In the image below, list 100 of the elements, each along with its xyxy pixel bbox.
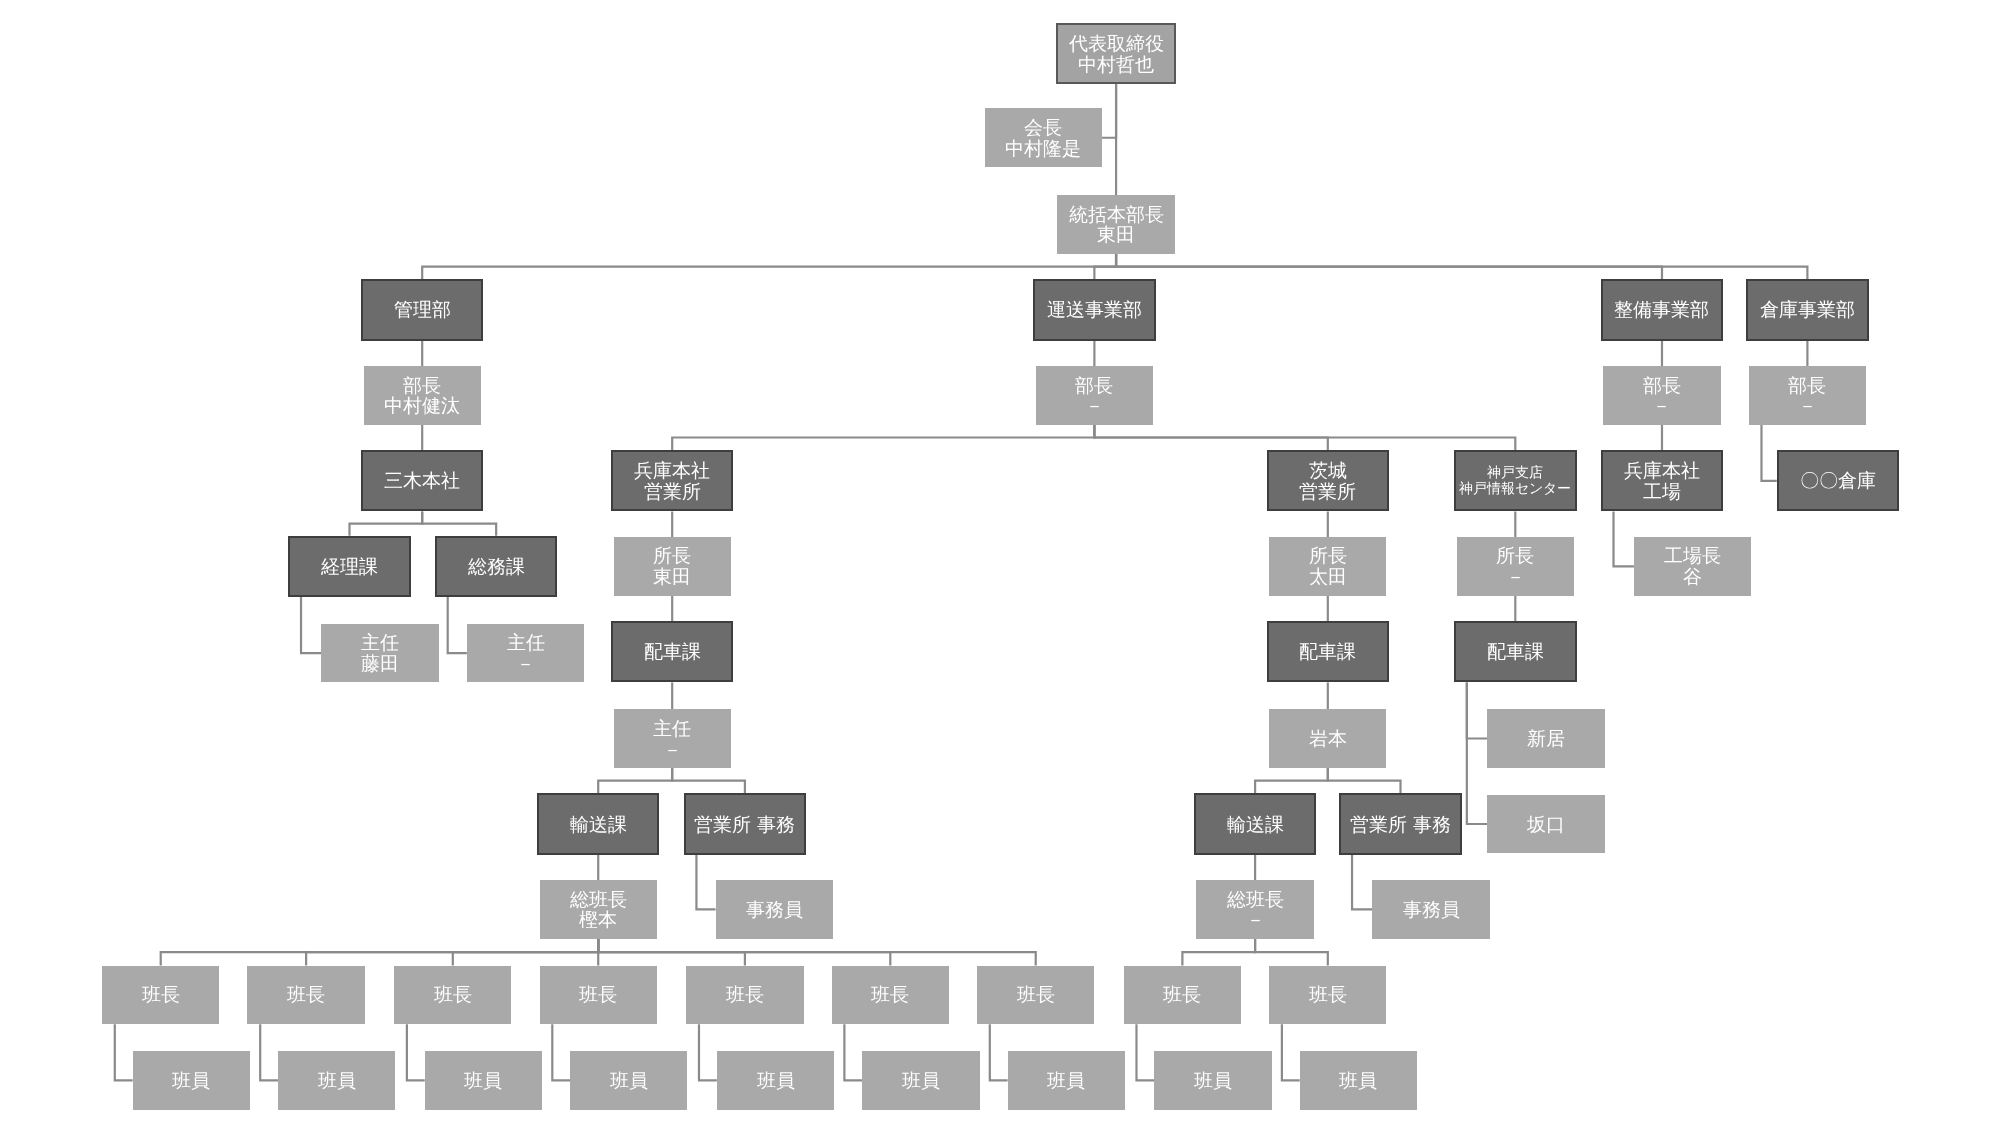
position-box — [1299, 1051, 1418, 1110]
label-text: 事務員 — [745, 899, 803, 920]
position-box — [1456, 537, 1574, 596]
department-box — [1776, 450, 1900, 512]
department-box — [1746, 279, 1869, 341]
department-box — [1193, 793, 1317, 855]
label-text: 岩本 — [1308, 728, 1347, 749]
connector-line — [1326, 595, 1329, 622]
label-text: 班長 — [1016, 984, 1055, 1006]
position-box — [1748, 366, 1867, 425]
title-text: 部長 — [1788, 374, 1827, 396]
department-box — [288, 535, 411, 597]
label-text: 班員 — [317, 1069, 356, 1091]
connector-line — [1760, 424, 1777, 482]
position-box — [1603, 366, 1721, 425]
position-box — [539, 880, 657, 939]
position-box — [1269, 709, 1387, 768]
connector-line — [405, 1024, 425, 1082]
position-box — [1372, 880, 1490, 939]
position-box — [1196, 880, 1314, 939]
label-text: 班長 — [579, 984, 618, 1006]
label-text: 配車課 — [643, 641, 701, 663]
connector-line — [1612, 511, 1634, 568]
connector-line — [671, 682, 674, 710]
position-box — [716, 1051, 835, 1110]
position-box — [984, 108, 1103, 168]
connector-line — [1514, 511, 1517, 537]
label-text: 班長 — [1308, 984, 1347, 1006]
connector-line — [1326, 682, 1329, 710]
department-box — [360, 279, 484, 341]
position-box — [977, 965, 1095, 1025]
name-text: － — [516, 653, 535, 674]
name-text: 工場 — [1642, 480, 1681, 502]
name-text: － — [1652, 395, 1672, 417]
connector-line — [1114, 253, 1809, 280]
title-text: 会長 — [1024, 116, 1063, 138]
connector-line — [1093, 424, 1517, 451]
position-box — [1035, 366, 1154, 425]
connector-line — [671, 767, 746, 794]
label-text: 班員 — [172, 1069, 211, 1091]
connector-line — [1093, 340, 1096, 367]
title-text: 部長 — [403, 374, 442, 396]
position-box — [715, 880, 833, 939]
connector-line — [1254, 854, 1257, 881]
label-text: 運送事業部 — [1046, 299, 1142, 321]
connector-line — [551, 1024, 571, 1082]
title-text: 統括本部長 — [1068, 203, 1164, 225]
name-text: 東田 — [653, 566, 692, 588]
connector-line — [1326, 511, 1329, 537]
title-text: 所長 — [653, 545, 692, 567]
label-text: 班長 — [433, 984, 472, 1006]
title-text: 工場長 — [1664, 545, 1722, 567]
connector-line — [1514, 595, 1517, 622]
position-box — [613, 709, 731, 768]
title-text: 兵庫本社 — [1623, 459, 1700, 481]
position-box — [862, 1051, 980, 1110]
name-text: 営業所 — [1299, 480, 1357, 502]
title-text: 所長 — [1496, 545, 1535, 567]
connector-line — [1350, 854, 1373, 911]
position-box — [1123, 965, 1242, 1025]
department-box — [1033, 279, 1156, 341]
position-box — [1633, 537, 1752, 596]
title-text: 主任 — [361, 632, 400, 654]
position-box — [466, 623, 585, 683]
title-text: 兵庫本社 — [634, 459, 711, 481]
label-text: 輸送課 — [1226, 813, 1284, 835]
name-text: 営業所 — [643, 480, 701, 502]
connector-line — [843, 1024, 863, 1082]
connector-line — [421, 340, 424, 367]
connector-line — [1280, 1024, 1300, 1082]
position-box — [1056, 22, 1176, 85]
position-box — [247, 965, 365, 1025]
department-box — [610, 621, 734, 683]
name-text: 谷 — [1683, 566, 1703, 588]
department-box — [1339, 793, 1462, 855]
title-text: 神戸支店 — [1487, 465, 1544, 481]
department-box — [1266, 621, 1389, 683]
name-text: 中村隆是 — [1005, 137, 1082, 159]
name-text: － — [1084, 395, 1104, 417]
position-box — [613, 537, 731, 596]
position-box — [1007, 1051, 1125, 1110]
connector-line — [988, 1024, 1008, 1082]
label-text: 三木本社 — [384, 470, 461, 492]
label-text: 〇〇倉庫 — [1800, 470, 1876, 492]
label-text: 班長 — [725, 984, 764, 1006]
connector-line — [299, 596, 322, 655]
position-box — [570, 1051, 688, 1110]
connector-line — [671, 511, 674, 537]
department-box — [537, 793, 660, 855]
title-text: 茨城 — [1308, 459, 1347, 481]
name-text: － — [1245, 909, 1265, 931]
name-text: 太田 — [1308, 566, 1347, 588]
connector-line — [1326, 767, 1402, 794]
label-text: 配車課 — [1486, 641, 1544, 663]
name-text: 藤田 — [361, 653, 400, 674]
label-text: 班長 — [287, 984, 326, 1006]
connector-line — [113, 1024, 133, 1082]
position-box — [321, 623, 439, 683]
department-box — [610, 450, 734, 512]
connector-line — [1135, 1024, 1155, 1082]
